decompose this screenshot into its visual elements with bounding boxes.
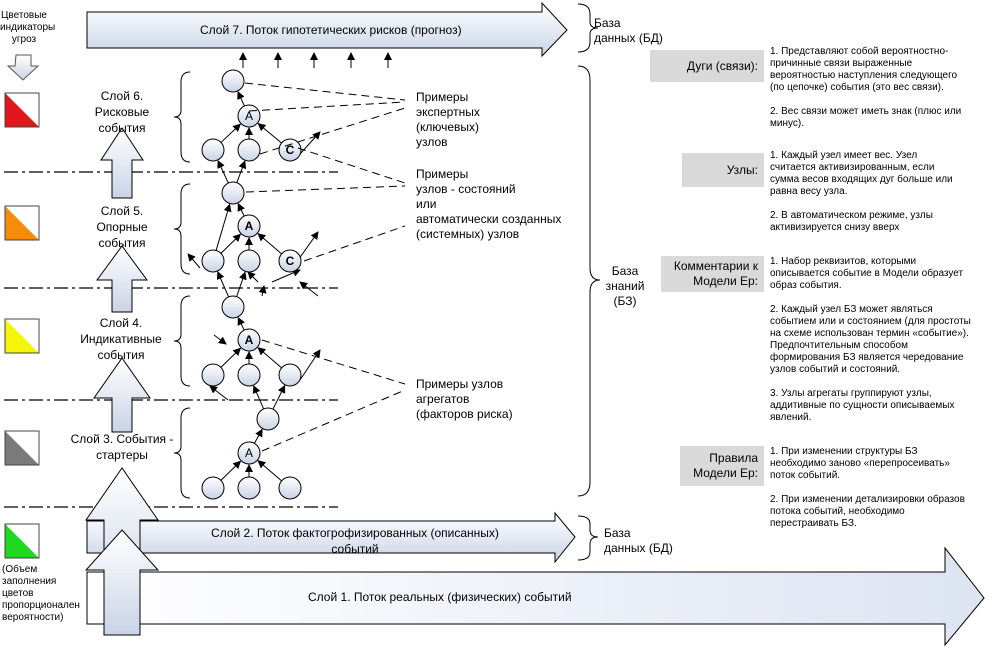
graph-edge	[252, 385, 265, 410]
threat-indicator	[4, 205, 40, 241]
nodes-section-label: Узлы:	[682, 153, 764, 187]
graph-edge	[257, 233, 282, 255]
node-label: A	[245, 446, 253, 460]
node-label: A	[245, 333, 254, 347]
graph-edge	[220, 123, 242, 143]
external-arrow	[187, 253, 201, 269]
node-label: C	[286, 143, 295, 157]
graph-node: A	[237, 104, 261, 128]
threat-indicators	[4, 92, 40, 559]
down-arrow-icon	[6, 54, 40, 81]
graph-node	[237, 363, 261, 387]
graph-node	[201, 249, 225, 273]
expert-nodes-example: Примеры экспертных (ключевых) узлов	[416, 90, 480, 149]
threat-indicator	[4, 92, 40, 128]
node-label: A	[245, 109, 253, 123]
graph-edge	[215, 203, 232, 251]
layer-braces	[173, 3, 601, 561]
layer7-arrow	[86, 1, 568, 58]
graph-edge	[220, 233, 242, 254]
threat-indicator	[4, 430, 40, 466]
node-label: A	[245, 219, 254, 233]
layer1-label: Слой 1. Поток реальных (физических) собы…	[308, 590, 572, 604]
layer5-label: Слой 5. Опорные события	[96, 204, 148, 250]
node-label: C	[286, 254, 295, 268]
layer1-arrow	[86, 546, 985, 647]
database-top-label: База данных (БД)	[594, 16, 663, 45]
external-arrow	[299, 349, 321, 381]
aggregate-nodes-example: Примеры узлов агрегатов (факторов риска)	[416, 377, 513, 421]
graph-node: C	[278, 138, 302, 162]
comments-section-text: 1. Набор реквизитов, которыми описываетс…	[770, 256, 971, 423]
graph-node	[201, 476, 225, 500]
graph-node: A	[237, 214, 261, 238]
graph-node	[221, 69, 245, 93]
graph-node	[278, 476, 302, 500]
graph-node	[256, 407, 280, 431]
graph-node	[237, 249, 261, 273]
graph-edge	[237, 91, 245, 107]
graph-edge	[217, 159, 229, 184]
graph-edge	[236, 271, 247, 297]
graph-edge	[236, 160, 247, 183]
external-arrow	[247, 271, 259, 283]
arcs-section-text: 1. Представляют собой вероятностно- прич…	[770, 46, 962, 129]
external-arrow	[299, 281, 319, 297]
layer-separators	[4, 171, 338, 508]
layer4-label: Слой 4. Индикативные события	[80, 316, 162, 362]
graph-edge	[237, 202, 245, 217]
graph-node: A	[237, 441, 261, 465]
graph-node: C	[278, 249, 302, 273]
knowledge-base-label: База знаний (БЗ)	[605, 264, 645, 308]
threat-indicator	[4, 318, 40, 354]
graph-node	[201, 138, 225, 162]
graph-node	[221, 181, 245, 205]
threat-indicators-title: Цветовые индикаторы угроз	[0, 10, 56, 45]
fill-volume-footnote: (Объем заполнения цветов пропорционален …	[2, 564, 80, 623]
graph-edge	[272, 384, 286, 410]
external-arrow	[271, 269, 301, 283]
layer7-label: Слой 7. Поток гипотетических рисков (про…	[200, 23, 462, 37]
graph-edge	[216, 271, 230, 298]
layer6-label: Слой 6. Рисковые события	[94, 89, 150, 135]
database-bottom-label: База данных (БД)	[604, 526, 673, 555]
graph-edge	[237, 316, 245, 331]
graph-edge	[220, 460, 242, 481]
graph-node	[237, 138, 261, 162]
graph-edge	[253, 428, 263, 444]
graph-edge	[257, 460, 282, 482]
graph-edge	[220, 347, 242, 368]
graph-node	[221, 295, 245, 319]
arcs-section-label: Дуги (связи):	[650, 50, 764, 82]
external-arrow	[213, 334, 227, 345]
layer3-label: Слой 3. События - стартеры	[70, 432, 174, 462]
state-nodes-example: Примеры узлов - состояний или автоматиче…	[416, 167, 562, 241]
comments-section-label: Комментарии к Модели Ер:	[661, 256, 764, 292]
external-arrow	[258, 285, 267, 297]
graph-node	[201, 363, 225, 387]
graph-node: A	[237, 328, 261, 352]
rules-section-label: Правила Модели Ер:	[680, 446, 764, 486]
example-leaders	[244, 82, 406, 452]
layer-up-arrows	[84, 127, 160, 636]
node-graph: A C A C A A	[187, 69, 321, 500]
threat-indicator	[4, 523, 40, 559]
external-arrow	[209, 385, 229, 401]
external-arrow	[299, 131, 321, 155]
graph-node	[237, 476, 261, 500]
graph-edge	[257, 123, 282, 144]
rules-section-text: 1. При изменении структуры БЗ необходимо…	[770, 446, 965, 529]
graph-node	[278, 363, 302, 387]
layer2-label: Слой 2. Поток фактогрофизированных (опис…	[211, 526, 499, 556]
layer2-arrow	[86, 511, 576, 564]
nodes-section-text: 1. Каждый узел имеет вес. Узел считается…	[770, 150, 953, 233]
layer7-input-arrows	[239, 52, 392, 68]
graph-edge	[257, 347, 282, 369]
